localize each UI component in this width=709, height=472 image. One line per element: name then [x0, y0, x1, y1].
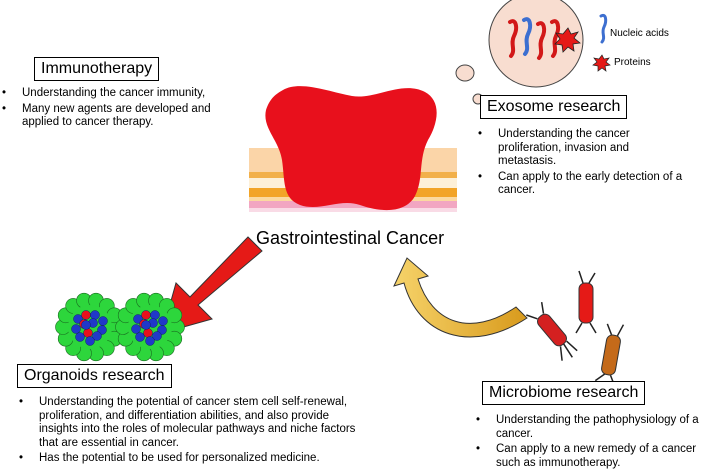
- nucleic-acids-label: Nucleic acids: [610, 28, 669, 39]
- list-item: Can apply to a new remedy of a cancer su…: [474, 443, 706, 470]
- list-item: Understanding the pathophysiology of a c…: [474, 414, 706, 441]
- list-item: Understanding the cancer immunity,: [0, 87, 215, 101]
- list-item: Understanding the cancer proliferation, …: [476, 128, 686, 169]
- list-item: Understanding the potential of cancer st…: [17, 396, 369, 450]
- organoids-illustration: [55, 292, 185, 362]
- organoids-title: Organoids research: [17, 364, 172, 388]
- exosome-illustration: [455, 0, 584, 105]
- organoid-left: [55, 292, 125, 362]
- immunotherapy-bullets: Understanding the cancer immunity, Many …: [0, 87, 215, 132]
- exosome-title: Exosome research: [480, 95, 628, 119]
- exosome-bullets: Understanding the cancer proliferation, …: [476, 128, 686, 200]
- immunotherapy-title: Immunotherapy: [34, 57, 160, 81]
- microbiome-bullets: Understanding the pathophysiology of a c…: [474, 414, 706, 472]
- center-label: Gastrointestinal Cancer: [256, 228, 445, 248]
- organoids-bullets: Understanding the potential of cancer st…: [17, 396, 369, 468]
- list-item: Many new agents are developed and applie…: [0, 103, 215, 130]
- tumor-shape: [265, 86, 437, 211]
- proteins-label: Proteins: [614, 57, 651, 68]
- gold-arrow: [393, 257, 528, 338]
- list-item: Can apply to the early detection of a ca…: [476, 171, 686, 198]
- red-arrow: [161, 236, 263, 334]
- protein-legend-icon: [592, 54, 611, 72]
- microbiome-title: Microbiome research: [482, 381, 646, 405]
- bacteria-illustration: [526, 270, 625, 387]
- protein-burst-large: [554, 27, 581, 53]
- organoid-right: [115, 292, 185, 362]
- list-item: Has the potential to be used for persona…: [17, 452, 369, 466]
- nucleic-acid-legend-icon: [599, 13, 608, 44]
